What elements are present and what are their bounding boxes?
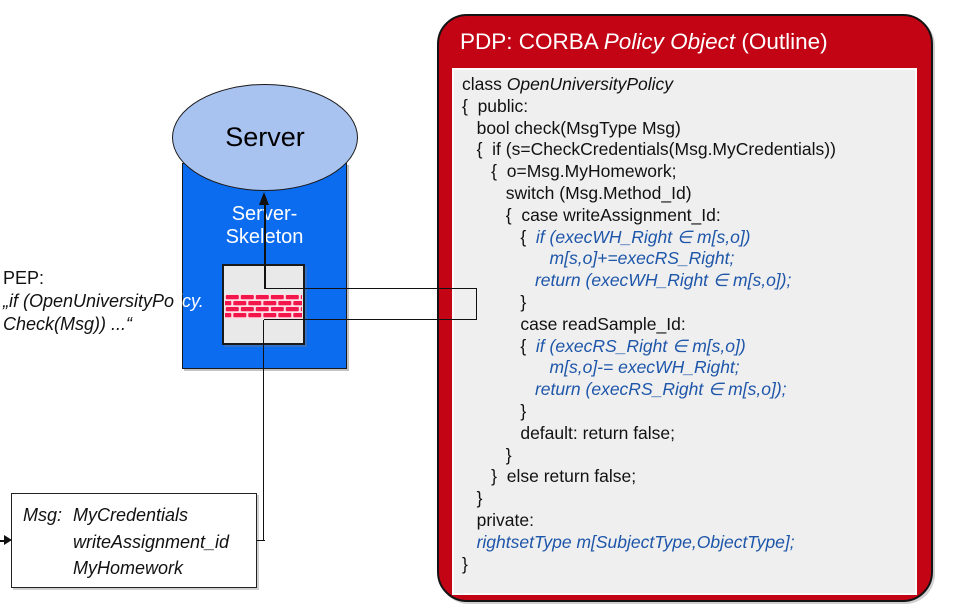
pep-caption-line3: Check(Msg)) ...“ xyxy=(3,314,133,334)
code-segment: OpenUniversityPolicy xyxy=(506,74,674,94)
code-segment: } xyxy=(462,488,483,509)
msg-to-server-line-lower xyxy=(262,320,265,541)
server-ellipse: Server xyxy=(172,84,358,191)
msg-box: Msg: MyCredentials writeAssignment_id My… xyxy=(11,493,257,588)
pep-caption-line1: PEP: xyxy=(3,268,45,288)
msg-item: MyCredentials xyxy=(73,505,189,525)
msg-item: writeAssignment_id xyxy=(73,532,230,552)
code-line: rightsetType m[SubjectType,ObjectType]; xyxy=(462,532,915,554)
arrowhead-up-icon xyxy=(259,192,270,205)
server-label: Server xyxy=(225,122,305,152)
code-segment-blue: return (execRS_Right ∈ m[s,o]); xyxy=(534,379,787,400)
code-line: private: xyxy=(462,510,915,532)
code-segment: { public: xyxy=(462,95,529,116)
code-line: } else return false; xyxy=(462,466,915,488)
pep-caption-line2: „if (OpenUniversityPolicy. xyxy=(3,290,204,313)
policy-code-panel: class OpenUniversityPolicy{ public: bool… xyxy=(452,68,917,595)
code-segment: } xyxy=(462,553,468,574)
msg-box-outgoing-line xyxy=(257,539,265,542)
arrowhead-right-icon xyxy=(3,535,12,546)
code-line: { public: xyxy=(462,96,915,118)
code-line: { case writeAssignment_Id: xyxy=(462,205,915,227)
code-line: m[s,o]-= execWH_Right; xyxy=(462,357,915,379)
msg-item: MyHomework xyxy=(73,558,184,578)
code-segment xyxy=(462,357,550,377)
code-segment xyxy=(462,532,477,552)
code-line: return (execRS_Right ∈ m[s,o]); xyxy=(462,379,915,401)
code-segment-blue: m[s,o]+=execRS_Right; xyxy=(549,248,735,269)
code-line: { if (s=CheckCredentials(Msg.MyCredentia… xyxy=(462,139,915,161)
incoming-msg-line xyxy=(0,539,5,542)
pep-pdp-connector-rect xyxy=(264,288,477,320)
pdp-title: PDP: CORBA Policy Object (Outline) xyxy=(460,29,920,55)
msg-box-label: Msg: xyxy=(23,505,63,525)
code-line: case readSample_Id: xyxy=(462,314,915,336)
code-segment: bool check(MsgType Msg) xyxy=(462,117,681,138)
code-segment: case readSample_Id: xyxy=(462,313,686,334)
pdp-title-prefix: PDP: CORBA xyxy=(460,29,604,54)
brick-wall-icon xyxy=(225,294,302,319)
code-line: { if (execRS_Right ∈ m[s,o]) xyxy=(462,336,915,358)
code-line: { if (execWH_Right ∈ m[s,o]) xyxy=(462,227,915,249)
code-line: default: return false; xyxy=(462,423,915,445)
code-segment: private: xyxy=(462,509,534,530)
code-line: } xyxy=(462,554,915,576)
code-line: } xyxy=(462,488,915,510)
code-segment-blue: if (execWH_Right ∈ m[s,o]) xyxy=(535,226,751,247)
code-line: m[s,o]+=execRS_Right; xyxy=(462,248,915,270)
pep-caption-line2-white: licy. xyxy=(174,291,204,311)
code-line: } xyxy=(462,445,915,467)
pdp-title-suffix: (Outline) xyxy=(735,29,828,54)
code-line: return (execWH_Right ∈ m[s,o]); xyxy=(462,270,915,292)
code-segment: { xyxy=(462,335,536,356)
code-segment: default: return false; xyxy=(462,422,676,443)
pep-caption-line2-black: „if (OpenUniversityPo xyxy=(3,291,175,311)
code-segment: } xyxy=(462,400,527,421)
code-segment: { o=Msg.MyHomework; xyxy=(462,161,677,182)
code-line: bool check(MsgType Msg) xyxy=(462,118,915,140)
code-segment: } else return false; xyxy=(462,466,637,487)
msg-to-server-line-upper xyxy=(263,204,266,288)
code-segment: } xyxy=(462,291,527,312)
code-segment-blue: m[s,o]-= execWH_Right; xyxy=(549,357,740,378)
code-line: class OpenUniversityPolicy xyxy=(462,74,915,96)
code-segment-blue: rightsetType m[SubjectType,ObjectType]; xyxy=(476,531,795,552)
code-segment-blue: return (execWH_Right ∈ m[s,o]); xyxy=(534,270,792,291)
pdp-box: PDP: CORBA Policy Object (Outline) class… xyxy=(437,14,933,602)
code-segment xyxy=(462,379,535,399)
code-segment: { case writeAssignment_Id: xyxy=(462,204,721,225)
code-line: switch (Msg.Method_Id) xyxy=(462,183,915,205)
code-segment xyxy=(462,248,550,268)
code-segment: } xyxy=(462,444,512,465)
code-segment: switch (Msg.Method_Id) xyxy=(462,182,692,203)
code-segment: { xyxy=(462,226,536,247)
code-line: } xyxy=(462,401,915,423)
code-line: } xyxy=(462,292,915,314)
pep-brick-box xyxy=(222,264,305,345)
code-line: { o=Msg.MyHomework; xyxy=(462,161,915,183)
code-segment: { if (s=CheckCredentials(Msg.MyCredentia… xyxy=(462,139,836,160)
code-segment: class xyxy=(462,74,507,94)
code-segment-blue: if (execRS_Right ∈ m[s,o]) xyxy=(535,335,746,356)
pdp-title-italic: Policy Object xyxy=(603,29,736,54)
pep-caption: PEP: „if (OpenUniversityPolicy. Check(Ms… xyxy=(3,267,204,336)
